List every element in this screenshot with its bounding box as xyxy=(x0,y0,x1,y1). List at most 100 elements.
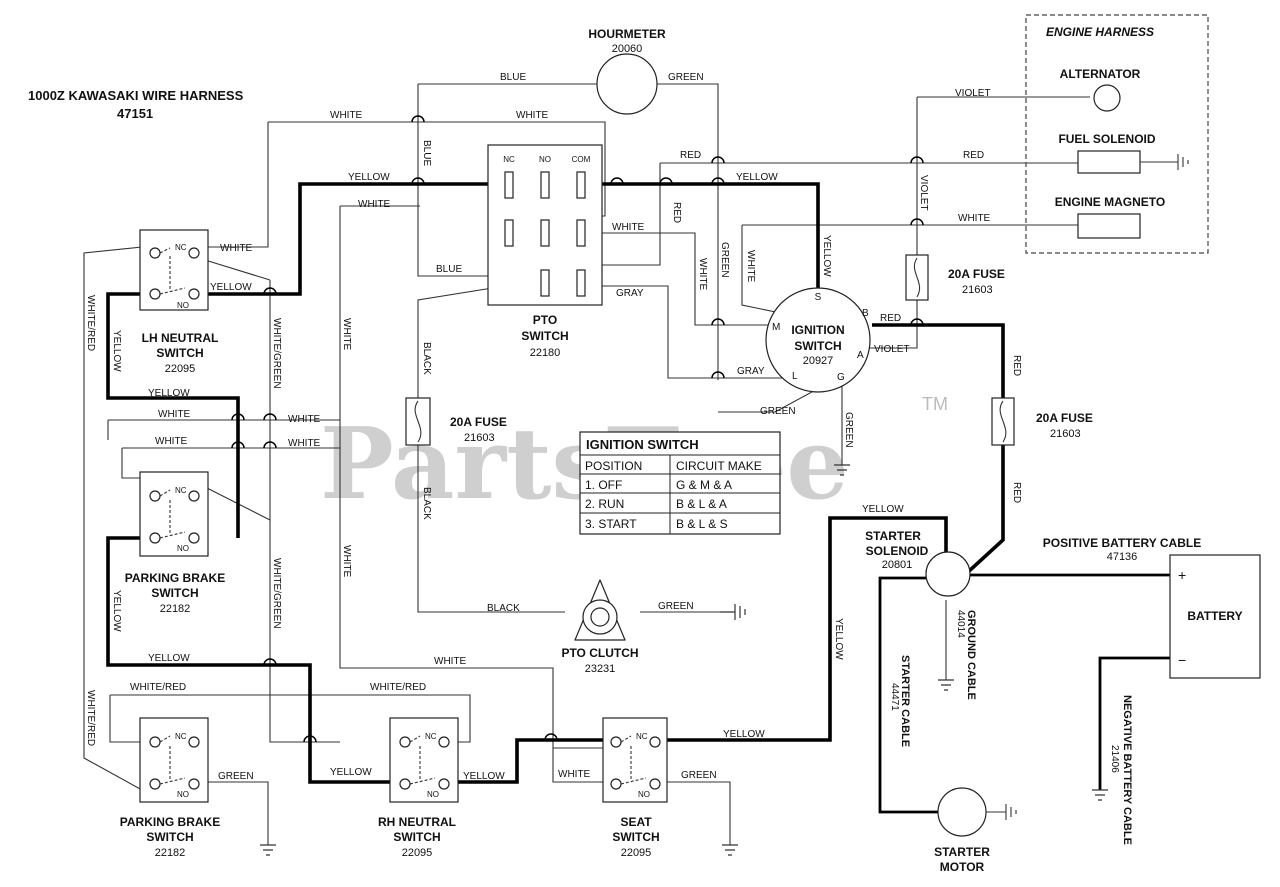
svg-text:WHITE/GREEN: WHITE/GREEN xyxy=(271,558,282,629)
svg-text:GREEN: GREEN xyxy=(719,242,730,278)
fuse-left xyxy=(405,397,431,446)
svg-text:WHITE/GREEN: WHITE/GREEN xyxy=(271,318,282,389)
svg-text:NC: NC xyxy=(425,732,437,741)
svg-text:BLACK: BLACK xyxy=(487,603,520,614)
svg-text:VIOLET: VIOLET xyxy=(955,88,991,99)
wire-labels: BLUE GREEN WHITE WHITE YELLOW YELLOW WHI… xyxy=(130,72,991,782)
pto-nc: NC xyxy=(503,155,515,164)
svg-text:NO: NO xyxy=(638,790,650,799)
svg-text:WHITE/RED: WHITE/RED xyxy=(130,682,186,693)
svg-text:WHITE: WHITE xyxy=(612,222,645,233)
parking-brake-1-label2: SWITCH xyxy=(151,586,198,600)
rh-neutral-switch: NC NO xyxy=(389,717,459,803)
svg-text:NO: NO xyxy=(427,790,439,799)
starter-motor xyxy=(937,787,987,837)
fuel-solenoid-ground xyxy=(1140,154,1189,170)
parking-brake-2-part: 22182 xyxy=(155,847,186,859)
svg-text:YELLOW: YELLOW xyxy=(111,590,122,632)
svg-text:BLACK: BLACK xyxy=(421,342,432,375)
svg-text:WHITE: WHITE xyxy=(745,250,756,283)
svg-text:BLUE: BLUE xyxy=(421,140,432,166)
svg-text:NO: NO xyxy=(177,301,189,310)
wire-labels-vertical: BLUE RED WHITE GREEN WHITE YELLOW VIOLET… xyxy=(85,140,1022,746)
pto-switch-label2: SWITCH xyxy=(521,329,568,343)
pto-switch: NC NO COM xyxy=(487,144,603,306)
seat-switch-label2: SWITCH xyxy=(612,830,659,844)
pto-clutch xyxy=(574,579,626,641)
rh-neutral-label1: RH NEUTRAL xyxy=(378,815,456,829)
svg-text:RED: RED xyxy=(880,313,901,324)
svg-text:RED: RED xyxy=(963,150,984,161)
fuse-top-part: 21603 xyxy=(962,284,993,296)
svg-text:WHITE: WHITE xyxy=(158,409,191,420)
seat-switch: NC NO xyxy=(602,717,668,803)
svg-text:RED: RED xyxy=(671,202,682,223)
svg-text:NC: NC xyxy=(636,732,648,741)
seat-switch-part: 22095 xyxy=(621,847,652,859)
svg-text:L: L xyxy=(792,371,798,382)
svg-text:GRAY: GRAY xyxy=(737,366,765,377)
engine-magneto xyxy=(1077,213,1141,239)
svg-text:BLUE: BLUE xyxy=(436,264,462,275)
starter-cable-label: STARTER CABLE xyxy=(899,655,911,747)
fuse-right xyxy=(991,397,1015,446)
svg-text:WHITE: WHITE xyxy=(155,436,188,447)
svg-text:WHITE: WHITE xyxy=(558,769,591,780)
svg-text:BLUE: BLUE xyxy=(500,72,526,83)
svg-text:NO: NO xyxy=(177,544,189,553)
ignition-table-cell: B & L & S xyxy=(676,517,728,531)
svg-text:WHITE/RED: WHITE/RED xyxy=(370,682,426,693)
ignition-table: IGNITION SWITCH POSITION CIRCUIT MAKE 1.… xyxy=(579,431,781,535)
battery-label: BATTERY xyxy=(1187,609,1242,623)
positive-cable-part: 47136 xyxy=(1107,551,1138,563)
ground-cable-part: 44014 xyxy=(955,610,966,638)
pto-com: COM xyxy=(572,155,591,164)
svg-text:YELLOW: YELLOW xyxy=(148,388,190,399)
ignition-switch: S B M A L G IGNITION SWITCH 20927 xyxy=(765,287,871,393)
seat-switch-label1: SEAT xyxy=(620,815,652,829)
svg-text:WHITE: WHITE xyxy=(358,199,391,210)
starter-cable-part: 44471 xyxy=(889,683,900,711)
alternator-label: ALTERNATOR xyxy=(1060,67,1141,81)
pto-switch-label1: PTO xyxy=(533,313,557,327)
pto-switch-part: 22180 xyxy=(530,347,561,359)
svg-text:RED: RED xyxy=(1011,355,1022,376)
lh-neutral-label2: SWITCH xyxy=(156,346,203,360)
svg-text:YELLOW: YELLOW xyxy=(210,282,252,293)
svg-text:M: M xyxy=(772,322,780,333)
svg-text:VIOLET: VIOLET xyxy=(918,175,929,211)
ground-symbols xyxy=(260,464,1108,856)
ignition-table-header-circuit: CIRCUIT MAKE xyxy=(676,459,762,473)
parking-brake-1-part: 22182 xyxy=(160,603,191,615)
fuel-solenoid xyxy=(1077,150,1141,174)
battery-minus: − xyxy=(1178,652,1186,668)
svg-text:WHITE: WHITE xyxy=(330,110,363,121)
svg-text:YELLOW: YELLOW xyxy=(821,235,832,277)
svg-text:GREEN: GREEN xyxy=(681,770,717,781)
fuse-left-label: 20A FUSE xyxy=(450,415,507,429)
starter-solenoid xyxy=(925,551,971,597)
svg-text:YELLOW: YELLOW xyxy=(463,771,505,782)
svg-text:WHITE/RED: WHITE/RED xyxy=(85,295,96,351)
negative-cable-label: NEGATIVE BATTERY CABLE xyxy=(1121,695,1133,845)
svg-text:WHITE: WHITE xyxy=(220,243,253,254)
svg-text:IGNITION: IGNITION xyxy=(791,323,844,337)
starter-solenoid-part: 20801 xyxy=(882,559,913,571)
svg-text:GREEN: GREEN xyxy=(218,771,254,782)
engine-magneto-label: ENGINE MAGNETO xyxy=(1055,195,1165,209)
rh-neutral-part: 22095 xyxy=(402,847,433,859)
svg-text:YELLOW: YELLOW xyxy=(723,729,765,740)
parking-brake-switch-2: NC NO xyxy=(139,717,209,803)
svg-text:S: S xyxy=(815,292,822,303)
ignition-table-cell: 1. OFF xyxy=(585,478,622,492)
svg-text:YELLOW: YELLOW xyxy=(148,653,190,664)
svg-text:YELLOW: YELLOW xyxy=(348,172,390,183)
ignition-table-cell: 3. START xyxy=(585,517,637,531)
parking-brake-1-label1: PARKING BRAKE xyxy=(125,571,225,585)
pto-clutch-label: PTO CLUTCH xyxy=(561,646,638,660)
svg-text:WHITE: WHITE xyxy=(697,258,708,291)
parking-brake-2-label1: PARKING BRAKE xyxy=(120,815,220,829)
svg-text:WHITE: WHITE xyxy=(516,110,549,121)
svg-text:WHITE/RED: WHITE/RED xyxy=(85,690,96,746)
